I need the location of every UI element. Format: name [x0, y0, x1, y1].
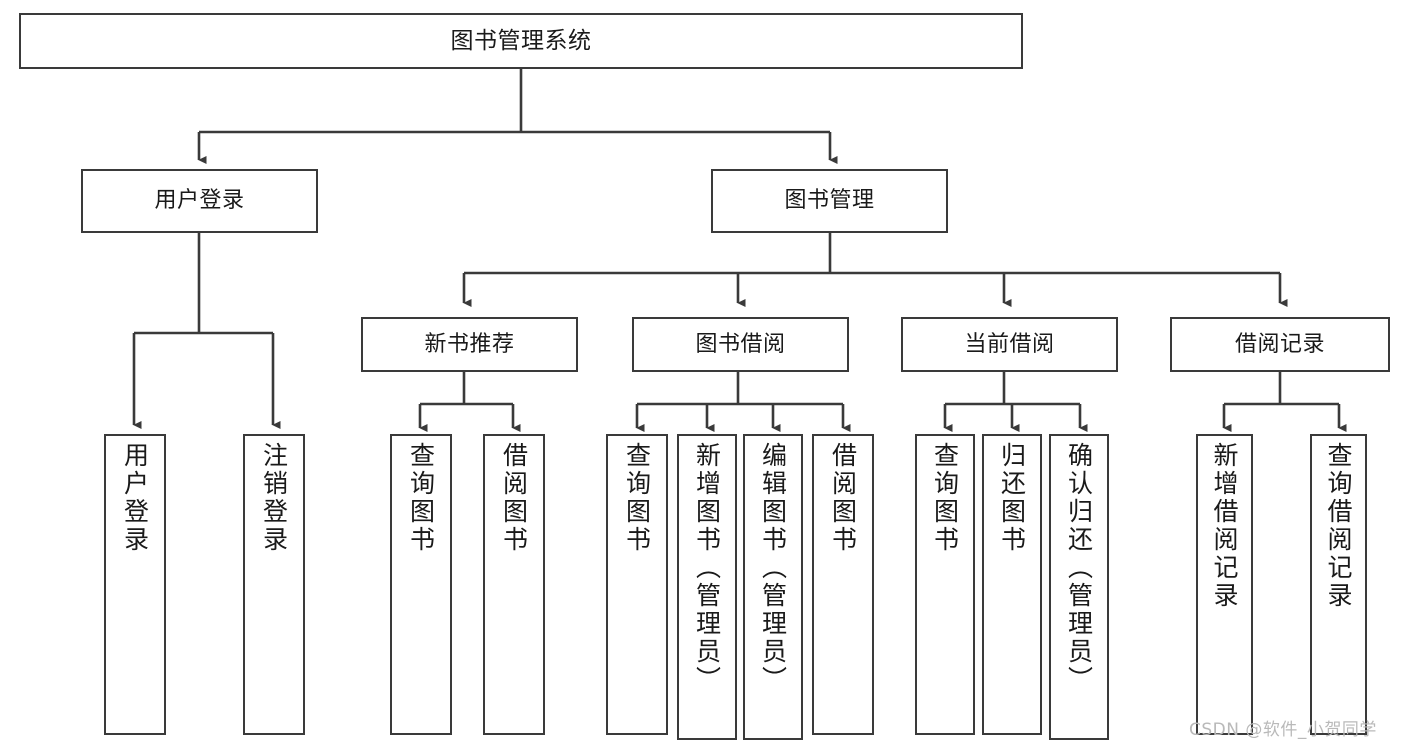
- node-leaf-query-book-1-label: 查询图书: [406, 442, 436, 554]
- node-book-borrow-label: 图书借阅: [695, 331, 786, 357]
- node-leaf-user-logout[interactable]: 注销登录: [243, 434, 305, 735]
- node-leaf-user-login[interactable]: 用户登录: [104, 434, 166, 735]
- node-leaf-add-book-label: 新增图书（管理员）: [692, 442, 722, 694]
- node-leaf-user-logout-label: 注销登录: [259, 442, 289, 554]
- node-leaf-user-login-label: 用户登录: [120, 442, 150, 554]
- node-borrow-record-label: 借阅记录: [1234, 331, 1325, 357]
- node-leaf-add-record[interactable]: 新增借阅记录: [1196, 434, 1253, 735]
- node-leaf-confirm-return[interactable]: 确认归还（管理员）: [1049, 434, 1109, 740]
- node-leaf-query-book-1[interactable]: 查询图书: [390, 434, 452, 735]
- node-leaf-edit-book[interactable]: 编辑图书（管理员）: [743, 434, 803, 740]
- node-current-borrow[interactable]: 当前借阅: [901, 317, 1118, 372]
- node-leaf-add-book[interactable]: 新增图书（管理员）: [677, 434, 737, 740]
- node-leaf-query-book-3-label: 查询图书: [930, 442, 960, 554]
- node-root[interactable]: 图书管理系统: [19, 13, 1023, 69]
- node-leaf-borrow-book-2-label: 借阅图书: [828, 442, 858, 554]
- node-leaf-query-book-2[interactable]: 查询图书: [606, 434, 668, 735]
- node-leaf-borrow-book-1-label: 借阅图书: [499, 442, 529, 554]
- node-leaf-query-record-label: 查询借阅记录: [1324, 442, 1353, 610]
- node-book-manage-label: 图书管理: [784, 188, 875, 214]
- node-book-borrow[interactable]: 图书借阅: [632, 317, 849, 372]
- node-leaf-query-book-3[interactable]: 查询图书: [915, 434, 975, 735]
- node-leaf-query-book-2-label: 查询图书: [622, 442, 652, 554]
- node-new-book-recommend-label: 新书推荐: [424, 331, 515, 357]
- node-leaf-query-record[interactable]: 查询借阅记录: [1310, 434, 1367, 735]
- node-book-manage[interactable]: 图书管理: [711, 169, 948, 233]
- node-leaf-confirm-return-label: 确认归还（管理员）: [1064, 442, 1094, 694]
- node-leaf-borrow-book-1[interactable]: 借阅图书: [483, 434, 545, 735]
- node-new-book-recommend[interactable]: 新书推荐: [361, 317, 578, 372]
- node-leaf-return-book-label: 归还图书: [997, 442, 1027, 554]
- node-user-login-label: 用户登录: [154, 188, 245, 214]
- node-current-borrow-label: 当前借阅: [964, 331, 1055, 357]
- node-borrow-record[interactable]: 借阅记录: [1170, 317, 1390, 372]
- node-leaf-borrow-book-2[interactable]: 借阅图书: [812, 434, 874, 735]
- node-root-label: 图书管理系统: [450, 27, 592, 54]
- csdn-watermark: CSDN @软件_小贺同学: [1189, 720, 1377, 740]
- node-leaf-add-record-label: 新增借阅记录: [1210, 442, 1239, 610]
- node-leaf-return-book[interactable]: 归还图书: [982, 434, 1042, 735]
- node-leaf-edit-book-label: 编辑图书（管理员）: [758, 442, 788, 694]
- node-user-login[interactable]: 用户登录: [81, 169, 318, 233]
